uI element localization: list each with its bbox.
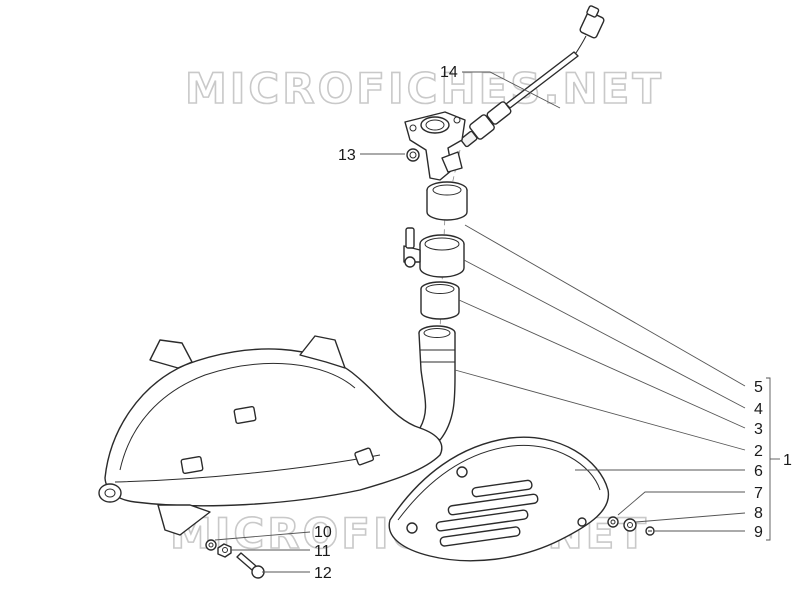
heat-shield (388, 436, 610, 562)
callout-14: 14 (440, 64, 458, 81)
callout-5: 5 (754, 379, 763, 396)
callout-8: 8 (754, 505, 763, 522)
callout-1: 1 (783, 452, 792, 469)
callout-11: 11 (314, 543, 331, 560)
leader-lines (214, 71, 780, 573)
bolt-12 (236, 552, 265, 579)
callout-6: 6 (754, 463, 763, 480)
exhaust-clamp (403, 227, 465, 278)
callout-12: 12 (314, 565, 332, 582)
callout-4: 4 (754, 401, 763, 418)
washer-8 (623, 518, 637, 532)
callout-7: 7 (754, 485, 763, 502)
screw-9 (645, 526, 655, 536)
callout-10: 10 (314, 524, 332, 541)
silencer (98, 325, 456, 536)
callout-3: 3 (754, 421, 763, 438)
callout-2: 2 (754, 443, 763, 460)
watermark-top: MICROFICHES.NET (185, 64, 664, 113)
oxygen-sensor (460, 5, 605, 148)
gasket-sleeve (420, 281, 460, 320)
nut-13 (406, 148, 420, 162)
callout-13: 13 (338, 147, 356, 164)
nut-11 (217, 543, 232, 558)
washer-7 (607, 516, 619, 528)
washer-10 (205, 539, 217, 551)
exhaust-manifold (404, 111, 468, 221)
callout-9: 9 (754, 524, 763, 541)
